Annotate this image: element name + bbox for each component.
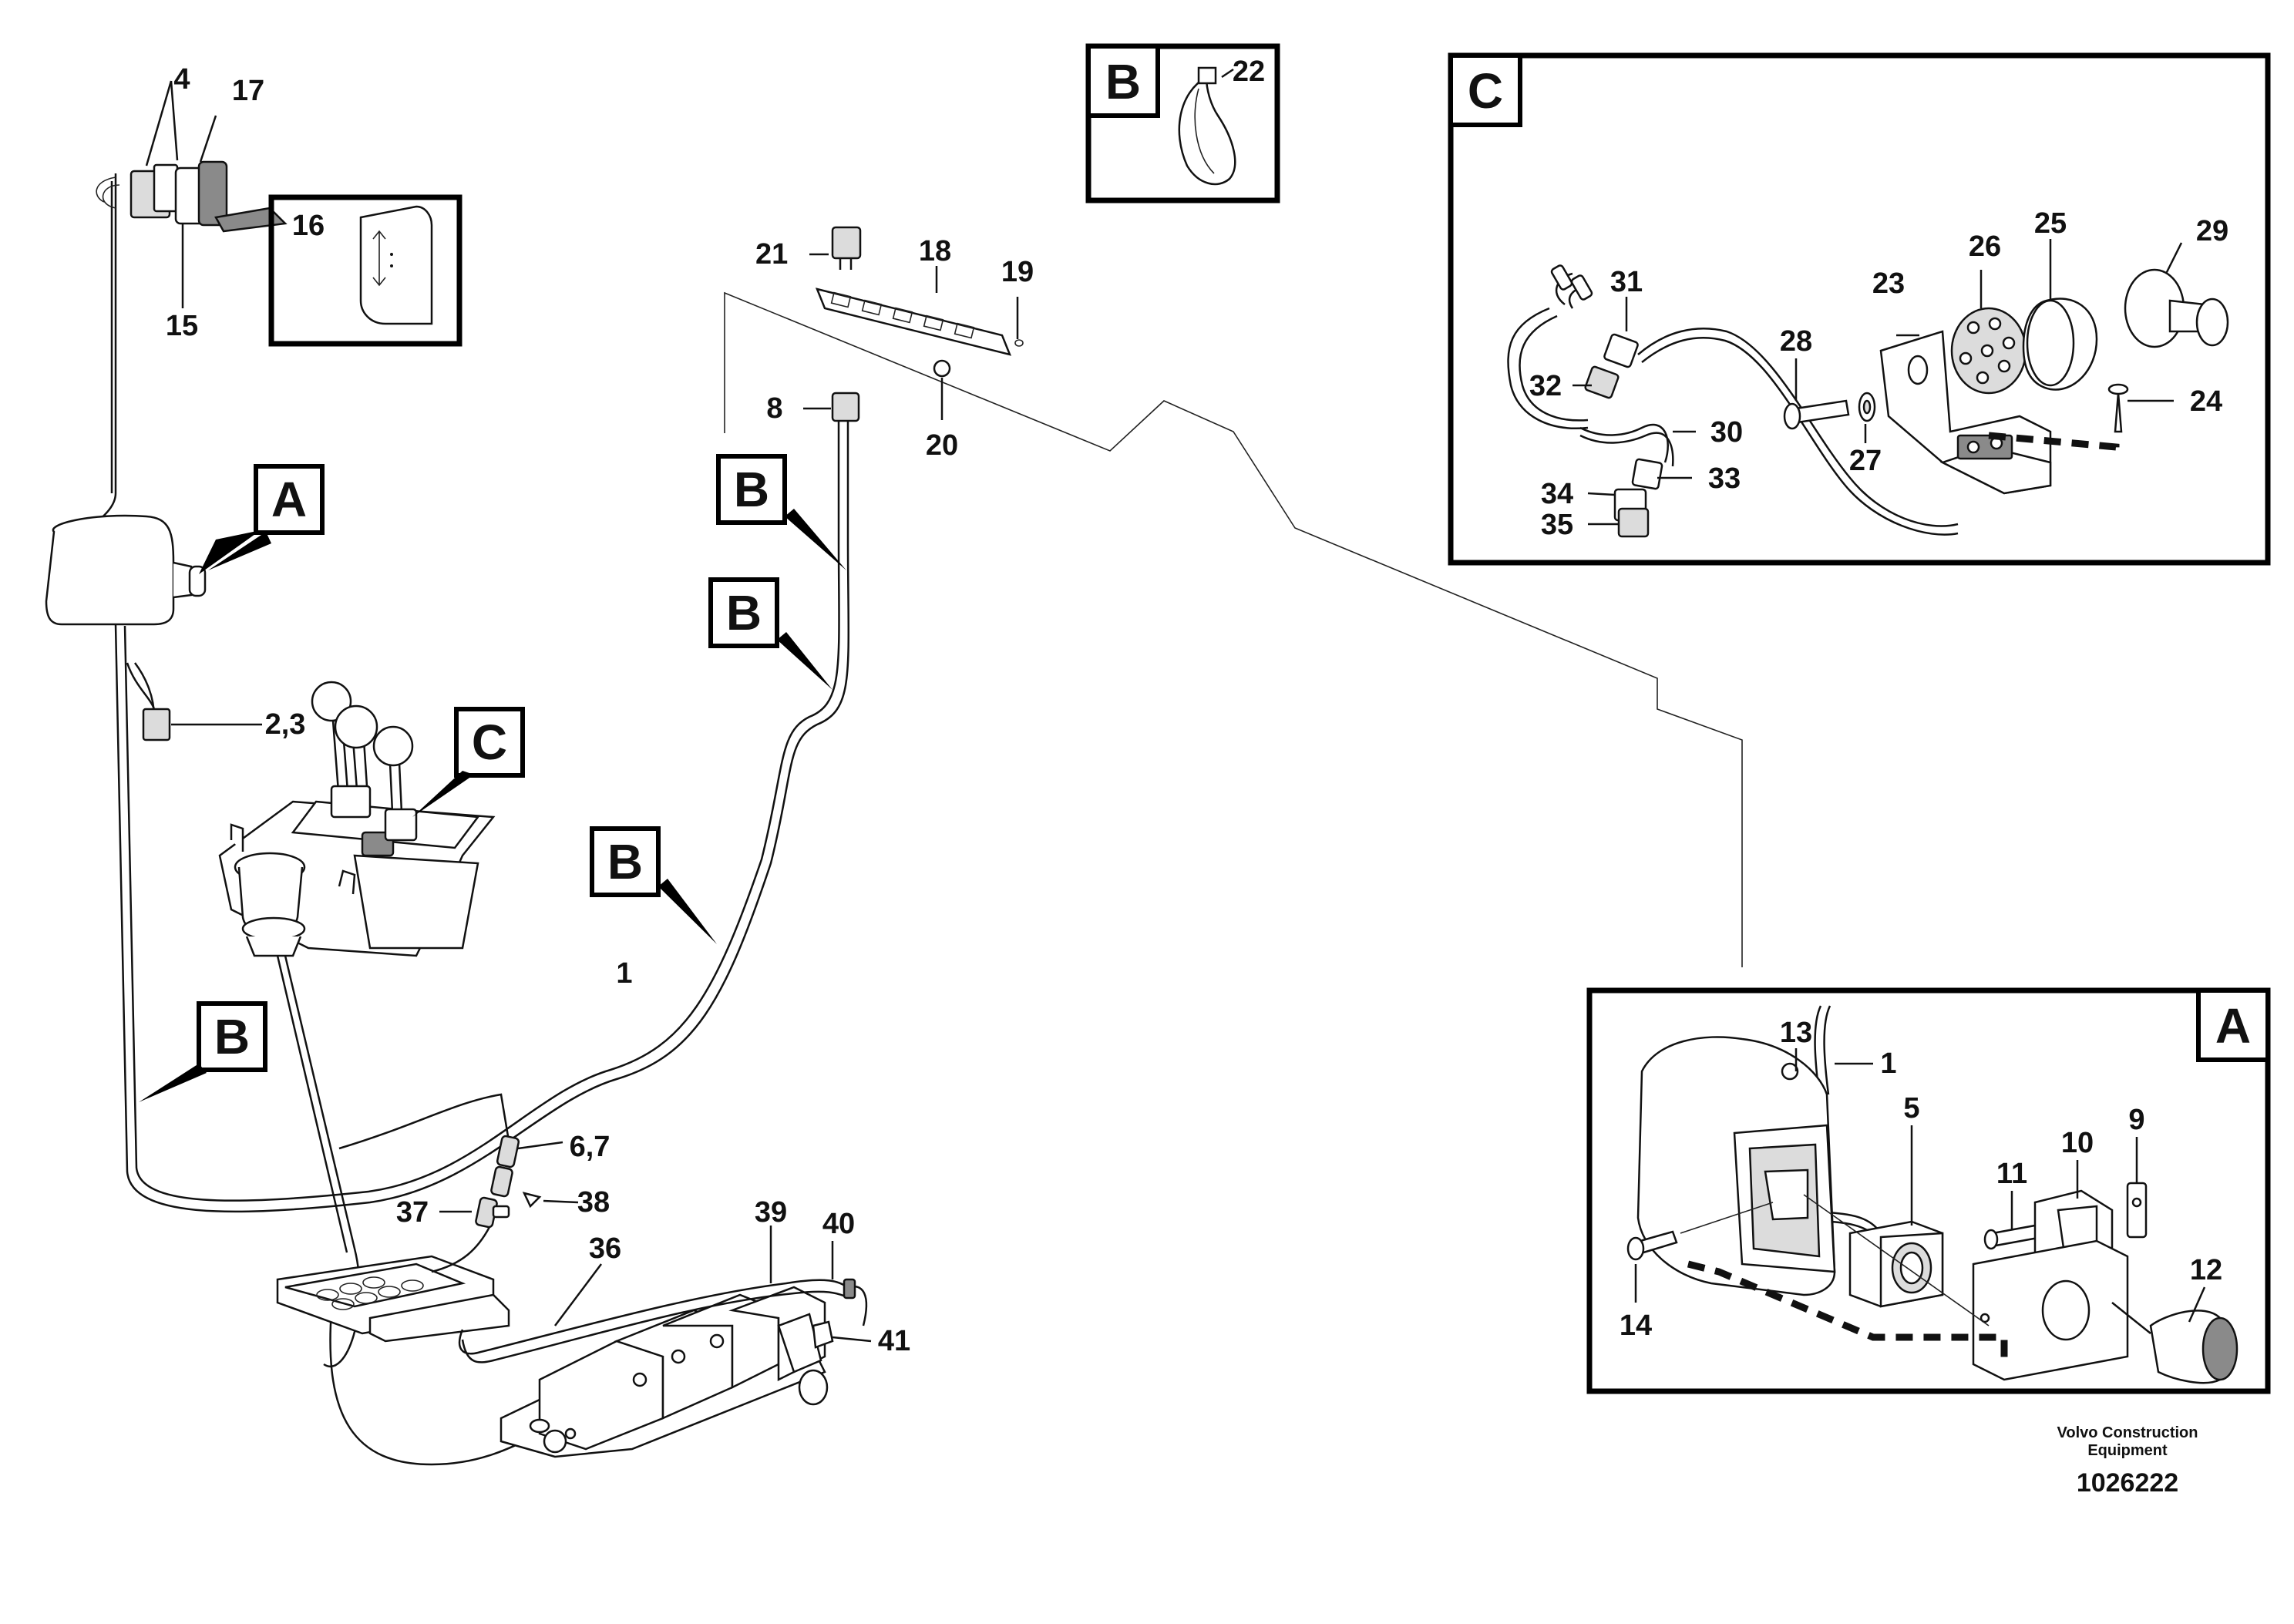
tag-c-main-label: C (472, 714, 507, 770)
foot-pedal (276, 1255, 510, 1343)
callout-31: 31 (1610, 266, 1643, 298)
connector-8 (831, 392, 860, 422)
tag-b-4-label: B (214, 1009, 250, 1064)
tag-c-main (412, 707, 525, 817)
detail-c-frame (1448, 52, 2271, 566)
relay-bracket (803, 226, 1024, 422)
callout-17: 17 (232, 75, 264, 107)
detail-c-tag-label: C (1468, 63, 1503, 119)
detail-b-tag-label: B (1105, 54, 1141, 109)
detail-b-frame (1085, 43, 1280, 203)
tag-b-3 (590, 826, 717, 944)
footer-company-line2: Equipment (2087, 1442, 2168, 1459)
connector-2-3 (126, 662, 262, 741)
callout-21: 21 (755, 238, 788, 271)
tag-b-4 (139, 1001, 267, 1102)
callout-10: 10 (2061, 1127, 2094, 1159)
tag-b-1 (716, 454, 846, 570)
cab-outline (724, 291, 1743, 967)
callout-18: 18 (919, 235, 951, 267)
callout-33: 33 (1708, 462, 1741, 495)
detail-16 (214, 194, 462, 347)
tag-b-1-label: B (734, 462, 769, 517)
lamp-housing (45, 514, 207, 626)
callout-25: 25 (2034, 207, 2067, 240)
callout-35: 35 (1541, 509, 1573, 541)
detail-a (1586, 987, 2271, 1394)
callout-labels: 4 17 16 15 21 18 19 8 20 22 31 26 25 29 … (166, 55, 2228, 1357)
hose-36-39 (458, 1226, 872, 1363)
tag-b-2-label: B (726, 585, 762, 641)
footer-drawing-id: 1026222 (2077, 1468, 2178, 1498)
callout-27: 27 (1849, 445, 1882, 477)
callout-13: 13 (1780, 1017, 1812, 1049)
valve-block (500, 1286, 829, 1458)
callout-28: 28 (1780, 325, 1812, 358)
callout-5: 5 (1903, 1092, 1919, 1125)
connectors-6-7-37-38 (431, 1135, 579, 1273)
detail-b (1085, 43, 1280, 203)
callout-20: 20 (926, 429, 958, 462)
callout-8: 8 (766, 392, 782, 425)
callout-32: 32 (1529, 370, 1562, 402)
callout-34: 34 (1541, 478, 1573, 510)
callout-39: 39 (755, 1196, 787, 1229)
callout-30: 30 (1710, 416, 1743, 449)
footer-company-line1: Volvo Construction (2057, 1424, 2198, 1441)
callout-16: 16 (292, 210, 325, 242)
main-harness-cable (81, 173, 850, 1466)
callout-2-3: 2,3 (265, 708, 306, 741)
control-lever-assembly (218, 681, 496, 957)
tag-a-main-label: A (271, 472, 307, 527)
callout-23: 23 (1872, 267, 1905, 300)
callout-41: 41 (878, 1325, 910, 1357)
callout-29: 29 (2196, 215, 2228, 247)
callout-4: 4 (173, 63, 190, 96)
callout-19: 19 (1001, 256, 1034, 288)
tag-a-main (199, 464, 325, 574)
callout-6-7: 6,7 (570, 1131, 610, 1163)
callout-12: 12 (2190, 1254, 2222, 1286)
callout-11: 11 (1996, 1158, 2027, 1190)
tag-b-2 (708, 577, 832, 690)
detail-c (1448, 52, 2271, 566)
callout-24: 24 (2190, 385, 2222, 418)
detail-a-tag-label: A (2215, 998, 2251, 1054)
detail-a-frame (1586, 987, 2271, 1394)
callout-36: 36 (589, 1232, 621, 1265)
switch-cluster (96, 80, 228, 308)
callout-40: 40 (822, 1208, 855, 1240)
callout-9: 9 (2128, 1104, 2144, 1136)
callout-14: 14 (1620, 1310, 1652, 1342)
callout-38: 38 (577, 1186, 610, 1219)
callout-15: 15 (166, 310, 198, 342)
callout-1-detail-a: 1 (1880, 1047, 1896, 1080)
relay-21 (831, 226, 862, 260)
callout-37: 37 (396, 1196, 429, 1229)
tag-b-3-label: B (607, 834, 643, 889)
detail-16-frame (268, 194, 462, 347)
callout-22: 22 (1233, 55, 1265, 88)
switch-cover-17 (197, 160, 228, 227)
callout-1: 1 (616, 957, 632, 990)
callout-26: 26 (1969, 230, 2001, 263)
footer: Volvo Construction Equipment 1026222 (2057, 1424, 2198, 1498)
